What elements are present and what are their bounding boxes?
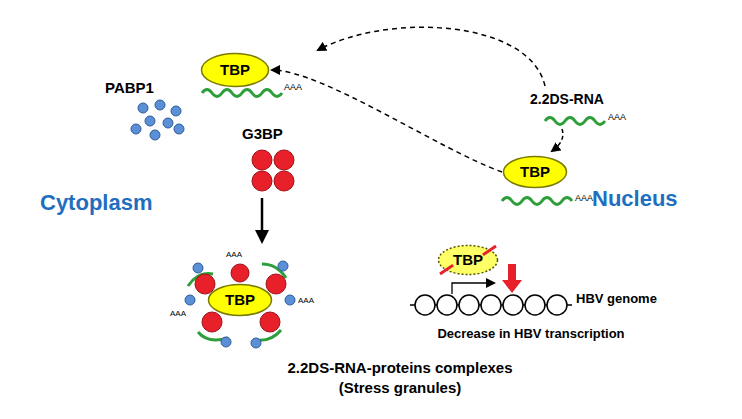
tbp-protein: TBP xyxy=(207,283,273,317)
hbv-genome xyxy=(415,295,567,315)
effect-note: Decrease in HBV transcription xyxy=(418,326,644,343)
assembly-arrowhead xyxy=(255,230,269,244)
polya-tail: AAA xyxy=(226,250,242,260)
polya-tail: AAA xyxy=(170,309,186,319)
cytoplasm-region: CytoplasmTBPNucleusTBPTBPTBP xyxy=(5,3,737,415)
inhibition-slash xyxy=(483,246,496,255)
transcription-arrow xyxy=(452,283,494,294)
protein-label: TBP xyxy=(453,251,483,269)
tbp-protein-outline xyxy=(504,157,567,188)
nucleus-region-outline xyxy=(374,16,689,383)
protein-label: TBP xyxy=(225,291,255,309)
polya-tail: AAA xyxy=(575,193,593,205)
inhibition-slash xyxy=(440,265,453,274)
granule-g3bp xyxy=(195,264,286,332)
decrease-arrow xyxy=(502,264,522,293)
binding-arrow xyxy=(552,129,563,151)
granule-rna xyxy=(188,264,286,340)
rna-strand xyxy=(502,198,572,205)
protein-name: G3BP xyxy=(242,124,283,144)
granule-pabp1 xyxy=(185,261,295,348)
rna-name: 2.2DS-RNA xyxy=(530,90,604,108)
rna-strand xyxy=(202,90,282,97)
region-label: Nucleus xyxy=(592,186,678,212)
protein-label: TBP xyxy=(220,61,250,79)
region-label: Cytoplasm xyxy=(40,190,152,216)
tbp-inactive: TBP xyxy=(437,244,499,276)
tbp-protein-outline xyxy=(202,54,269,87)
tbp-protein: TBP xyxy=(502,155,568,189)
tbp-inactive-outline xyxy=(439,246,498,275)
export-arrow xyxy=(318,27,545,86)
protein-label: TBP xyxy=(520,163,550,181)
cytoplasm-region-outline xyxy=(7,5,736,414)
assembly-arrow xyxy=(261,198,264,232)
polya-tail: AAA xyxy=(284,82,302,94)
tbp-protein: TBP xyxy=(200,52,270,88)
export-connector xyxy=(272,70,502,172)
rna-strand xyxy=(545,118,605,125)
protein-name: PABP1 xyxy=(105,78,154,98)
polya-tail: AAA xyxy=(608,112,626,124)
complex-caption: 2.2DS-RNA-proteins complexes (Stress gra… xyxy=(265,358,535,397)
g3bp-circles xyxy=(252,150,294,191)
polya-tail: AAA xyxy=(298,296,314,306)
genome-name: HBV genome xyxy=(576,291,657,308)
pabp1-dots xyxy=(131,100,184,140)
tbp-protein-outline xyxy=(209,285,272,316)
